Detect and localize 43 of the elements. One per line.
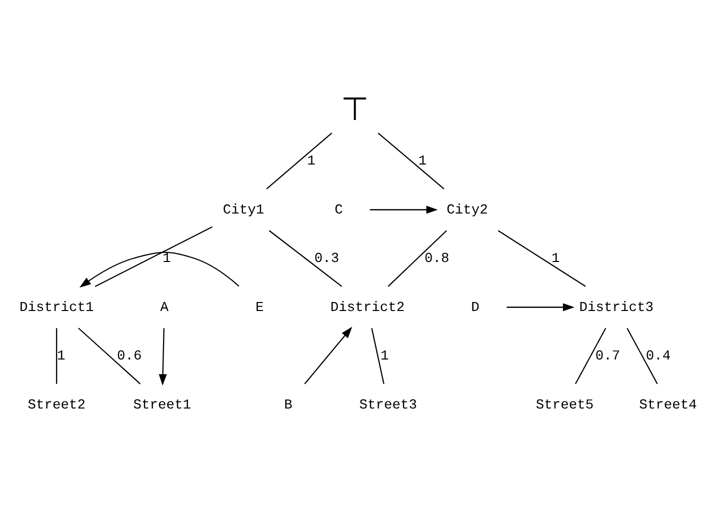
- connector: [371, 328, 384, 384]
- edge-label: 0.3: [314, 252, 340, 268]
- node-text: District2: [330, 300, 405, 316]
- arrow: [370, 206, 438, 214]
- node-text: City1: [222, 203, 264, 218]
- connector: [574, 328, 606, 384]
- edge-label: 1: [380, 350, 389, 365]
- connector: [388, 230, 447, 287]
- connector: [498, 230, 586, 287]
- edge-label: 1: [57, 350, 66, 365]
- node-text: D: [471, 300, 480, 316]
- node-text: B: [284, 398, 292, 414]
- node-text: District3: [579, 300, 654, 316]
- node-text: Street2: [28, 398, 86, 414]
- node-text: C: [334, 203, 343, 218]
- edge-label: 0.6: [117, 350, 142, 365]
- connector: [78, 328, 141, 384]
- node-text: A: [160, 300, 169, 316]
- edge-label: 1: [162, 252, 171, 268]
- node-text: Street5: [536, 398, 594, 414]
- edge-label: 0.7: [595, 350, 620, 365]
- node-text: E: [256, 300, 264, 316]
- edge-label: 0.8: [424, 252, 450, 268]
- arrow: [80, 252, 240, 288]
- arrow: [506, 303, 574, 312]
- node-text: District1: [19, 300, 94, 316]
- arrow: [158, 328, 167, 386]
- node-text: Street4: [639, 398, 697, 414]
- edge-label: 0.4: [646, 350, 671, 365]
- connector: [626, 328, 658, 384]
- connector: [94, 226, 213, 287]
- connector: [268, 230, 342, 287]
- node-text: City2: [446, 203, 488, 218]
- connector: [266, 132, 332, 190]
- arrow: [304, 326, 352, 384]
- connector: [56, 328, 58, 384]
- connector: [378, 132, 444, 190]
- edge-label: 1: [307, 154, 316, 170]
- node-text: Street1: [133, 398, 192, 414]
- node-text: Street3: [359, 398, 417, 414]
- node-text: ⊤: [340, 90, 369, 128]
- edge-label: 1: [418, 154, 427, 170]
- edge-label: 1: [551, 252, 560, 268]
